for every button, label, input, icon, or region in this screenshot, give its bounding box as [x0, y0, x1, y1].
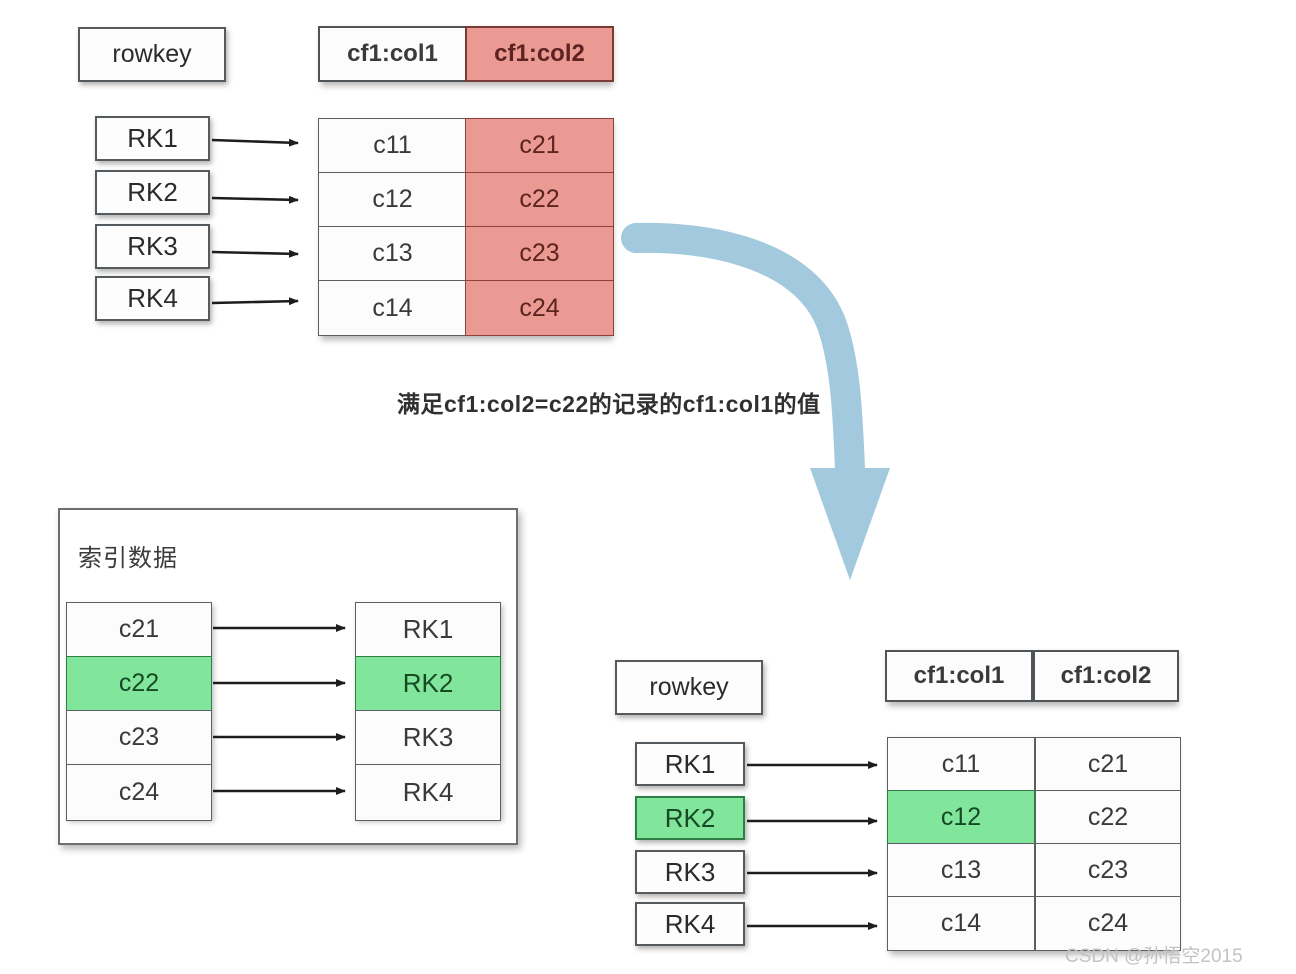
top-rowkey-header-box: rowkey — [78, 27, 226, 82]
top-data-cell-col1-1: c12 — [318, 172, 467, 227]
bottom-rowkey-label-1: RK2 — [664, 802, 716, 833]
bottom-data-label-col2-3: c24 — [1087, 909, 1129, 937]
top-rowkey-box-2: RK3 — [95, 224, 210, 269]
bottom-data-label-col1-1: c12 — [940, 802, 982, 831]
top-rowkey-label-3: RK4 — [127, 283, 178, 313]
top-data-cell-col1-2: c13 — [318, 226, 467, 281]
index-rowkey-label-1: RK2 — [402, 668, 454, 698]
bottom-rowkey-box-3: RK4 — [635, 902, 745, 946]
bottom-data-cell-col1-2: c13 — [887, 843, 1035, 897]
top-rowkey-label-0: RK1 — [127, 123, 178, 153]
top-data-label-col2-2: c23 — [519, 239, 560, 267]
bottom-data-cell-col2-0: c21 — [1035, 737, 1181, 791]
top-header-col1-label: cf1:col1 — [347, 40, 438, 67]
index-rowkey-table: RK1 RK2 RK3 RK4 — [355, 602, 501, 821]
index-rowkey-cell-3: RK4 — [355, 764, 501, 821]
bottom-data-cell-col2-2: c23 — [1035, 843, 1181, 897]
bottom-header-cell-col1: cf1:col1 — [885, 650, 1033, 702]
index-rowkey-cell-2: RK3 — [355, 710, 501, 765]
bottom-rowkey-header-label: rowkey — [649, 673, 729, 701]
index-value-label-0: c21 — [118, 615, 160, 643]
top-rowkey-label-2: RK3 — [127, 231, 178, 261]
bottom-data-cell-col1-1: c12 — [887, 790, 1035, 844]
top-data-cell-col2-1: c22 — [465, 172, 614, 227]
index-value-cell-2: c23 — [66, 710, 212, 765]
index-value-label-3: c24 — [118, 778, 160, 806]
index-value-label-1: c22 — [118, 669, 160, 697]
top-data-label-col1-0: c11 — [373, 131, 412, 159]
index-rowkey-label-2: RK3 — [402, 722, 454, 752]
top-data-cell-col2-2: c23 — [465, 226, 614, 281]
bottom-data-table: c11 c12 c13 c14 c21 c22 c23 c24 — [887, 737, 1181, 951]
bottom-data-label-col2-1: c22 — [1087, 802, 1129, 831]
watermark-label: CSDN @孙悟空2015 — [1065, 946, 1243, 967]
bottom-rowkey-label-3: RK4 — [664, 908, 716, 939]
bottom-connector-arrows — [747, 761, 878, 930]
bottom-header-col2-label: cf1:col2 — [1060, 662, 1152, 689]
index-value-cell-1: c22 — [66, 656, 212, 711]
top-connector-arrows — [211, 138, 299, 306]
top-data-cell-col2-0: c21 — [465, 118, 614, 173]
bottom-data-cell-col2-3: c24 — [1035, 896, 1181, 951]
index-value-cell-0: c21 — [66, 602, 212, 657]
index-rowkey-cell-0: RK1 — [355, 602, 501, 657]
bottom-data-label-col1-3: c14 — [940, 909, 982, 937]
index-rowkey-label-0: RK1 — [402, 614, 454, 644]
top-header-cell-col1: cf1:col1 — [318, 26, 467, 82]
top-data-table: c11 c12 c13 c14 c21 c22 c23 c24 — [318, 118, 614, 336]
top-rowkey-label-1: RK2 — [127, 177, 178, 207]
bottom-rowkey-label-2: RK3 — [664, 856, 716, 887]
index-rowkey-label-3: RK4 — [402, 777, 454, 807]
top-rowkey-box-3: RK4 — [95, 276, 210, 321]
top-header-cell-col2: cf1:col2 — [465, 26, 614, 82]
top-column-header-table: cf1:col1 cf1:col2 — [318, 26, 614, 82]
index-value-table: c21 c22 c23 c24 — [66, 602, 212, 821]
top-data-cell-col2-3: c24 — [465, 280, 614, 336]
bottom-rowkey-box-0: RK1 — [635, 742, 745, 786]
bottom-rowkey-header-box: rowkey — [615, 660, 763, 715]
top-rowkey-header-label: rowkey — [112, 40, 192, 68]
top-data-label-col2-1: c22 — [519, 185, 560, 213]
top-data-label-col1-3: c14 — [372, 293, 413, 322]
bottom-data-label-col1-0: c11 — [941, 749, 981, 778]
top-data-cell-col1-0: c11 — [318, 118, 467, 173]
top-header-col2-label: cf1:col2 — [494, 40, 585, 67]
top-data-label-col2-0: c21 — [519, 131, 560, 159]
top-data-label-col1-2: c13 — [372, 239, 413, 267]
bottom-data-label-col1-2: c13 — [940, 855, 982, 884]
bottom-data-cell-col1-0: c11 — [887, 737, 1035, 791]
bottom-header-col1-label: cf1:col1 — [913, 662, 1005, 689]
flow-caption: 满足cf1:col2=c22的记录的cf1:col1的值 — [397, 391, 821, 417]
top-data-cell-col1-3: c14 — [318, 280, 467, 336]
top-data-label-col2-3: c24 — [519, 293, 560, 322]
top-rowkey-box-0: RK1 — [95, 116, 210, 161]
bottom-data-label-col2-0: c21 — [1087, 749, 1129, 778]
bottom-column-header-table: cf1:col1 cf1:col2 — [885, 650, 1179, 702]
top-rowkey-box-1: RK2 — [95, 170, 210, 215]
index-panel-title: 索引数据 — [78, 545, 178, 572]
top-data-label-col1-1: c12 — [372, 185, 413, 213]
bottom-rowkey-box-2: RK3 — [635, 850, 745, 894]
bottom-rowkey-label-0: RK1 — [664, 748, 716, 779]
bottom-data-cell-col2-1: c22 — [1035, 790, 1181, 844]
index-rowkey-cell-1: RK2 — [355, 656, 501, 711]
bottom-data-label-col2-2: c23 — [1087, 855, 1129, 884]
index-value-cell-3: c24 — [66, 764, 212, 821]
bottom-data-cell-col1-3: c14 — [887, 896, 1035, 951]
index-value-label-2: c23 — [118, 723, 160, 751]
bottom-rowkey-box-1: RK2 — [635, 796, 745, 840]
bottom-header-cell-col2: cf1:col2 — [1033, 650, 1179, 702]
